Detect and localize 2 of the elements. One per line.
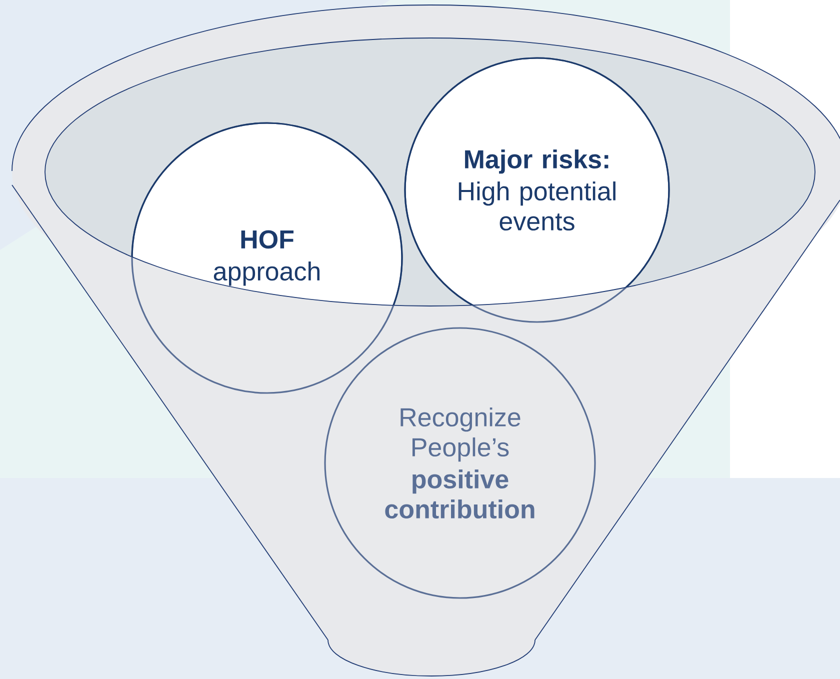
circle-node: Recognize People’s positive contribution <box>324 327 596 599</box>
circle-node: Major risks: High potential events <box>404 57 670 323</box>
